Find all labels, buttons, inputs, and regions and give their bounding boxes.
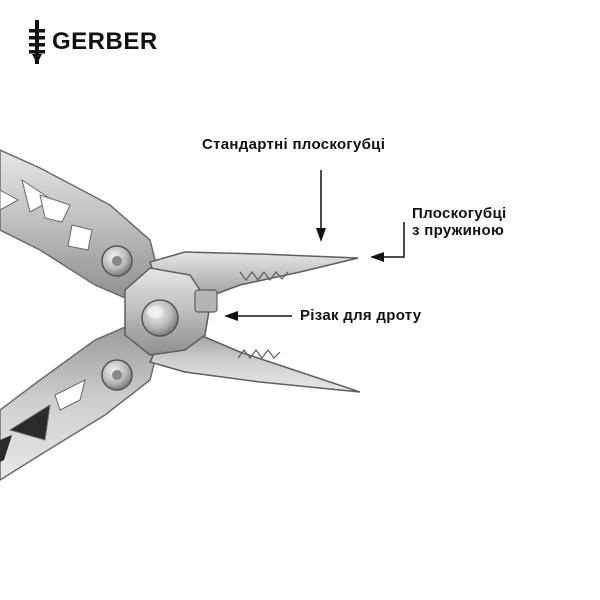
brand-name: GERBER [52,28,158,55]
gerber-sword-logo-icon [29,20,45,64]
upper-handle [0,149,161,301]
handle-rivet-lower [101,359,133,391]
wire-cutter-label: Різак для дроту [300,307,422,324]
standard-pliers-label: Стандартні плоскогубці [202,136,386,153]
handle-rivet-upper [101,245,133,277]
pivot-body [124,267,218,356]
spring-pliers-label: Плоскогубці з пружиною [412,205,506,239]
brand-logo: GERBER [26,20,158,64]
spring-pliers-label-line2: з пружиною [412,222,505,239]
arrow-spring-pliers [370,222,405,262]
spring-pliers-label-line1: Плоскогубці [412,205,507,222]
lower-handle [0,324,161,481]
arrow-wire-cutter [224,311,292,321]
arrow-standard-pliers [316,170,326,242]
